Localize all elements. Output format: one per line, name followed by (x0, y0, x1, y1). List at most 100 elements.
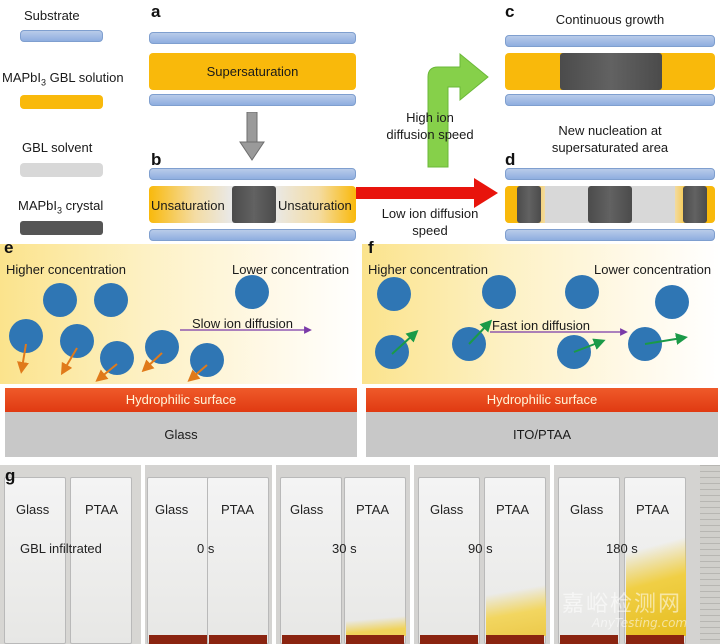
panel-b-right-label: Unsaturation (278, 198, 352, 213)
fast-arrow-icon (644, 333, 688, 345)
slide-label-ptaa: PTAA (636, 502, 669, 517)
panel-e-particles (9, 275, 312, 382)
panel-a-label: Supersaturation (206, 64, 299, 79)
ion-particle (60, 324, 94, 358)
crystal-film (149, 635, 207, 644)
panel-f-diffusion-label: Fast ion diffusion (492, 318, 591, 333)
slide-label-glass: Glass (430, 502, 464, 517)
photo-gbl-infiltrated: Glass PTAA GBL infiltrated (0, 465, 141, 644)
photo-time-label: 30 s (332, 541, 357, 556)
panel-f-particles (375, 275, 689, 369)
fast-arrow-icon (573, 338, 606, 353)
panel-f-lower-label: Lower concentration (594, 262, 712, 277)
panel-d-crystal-right (683, 186, 707, 223)
panel-c-title: Continuous growth (555, 12, 665, 27)
ion-particle (145, 330, 179, 364)
photo-time-label: 90 s (468, 541, 493, 556)
ion-particle (377, 277, 411, 311)
photo-time-label: 180 s (606, 541, 638, 556)
panel-f-letter: f (368, 238, 374, 257)
panel-f-base (366, 412, 718, 457)
slide-label-glass: Glass (290, 502, 324, 517)
photo-0s: Glass PTAA 0 s (145, 465, 272, 644)
panel-g-letter: g (5, 466, 16, 485)
crystal-film (486, 635, 544, 644)
panel-f-higher-label: Higher concentration (368, 262, 488, 277)
panel-b-left-label: Unsaturation (151, 198, 225, 213)
slow-arrow-icon (187, 364, 208, 382)
low-speed-label-line1: Low ion diffusion (381, 206, 479, 221)
ion-particle (9, 319, 43, 353)
watermark-text: 嘉峪检测网 (562, 592, 683, 617)
panel-e-base (5, 412, 357, 457)
panel-e-base-label: Glass (164, 427, 198, 442)
panel-d-title-line2: supersaturated area (551, 140, 669, 155)
slide-label-ptaa: PTAA (496, 502, 529, 517)
legend-substrate-label: Substrate (24, 8, 80, 23)
ion-particle (190, 343, 224, 377)
crystal-film (346, 635, 404, 644)
panel-d-crystal-left (517, 186, 541, 223)
glass-slide (558, 477, 620, 644)
panel-d-crystal-center (588, 186, 632, 223)
ion-particle (100, 341, 134, 375)
ptaa-slide (207, 477, 269, 644)
photo-180s: Glass PTAA 180 s (554, 465, 720, 644)
red-arrow-icon (356, 178, 498, 208)
green-arrow-icon (427, 52, 489, 168)
arrows-diagram (356, 52, 498, 208)
ion-particle (375, 335, 409, 369)
panel-c-bottom-substrate (505, 94, 715, 106)
panel-b-crystal (232, 186, 276, 223)
slide-label-glass: Glass (570, 502, 604, 517)
panel-a-top-substrate (149, 32, 356, 44)
panel-e-higher-label: Higher concentration (6, 262, 126, 277)
glass-slide (147, 477, 209, 644)
panel-f-base-label: ITO/PTAA (512, 427, 572, 442)
fast-arrow-icon (468, 319, 493, 345)
slow-arrow-icon (17, 343, 29, 374)
yellow-film (346, 616, 406, 636)
panel-e-letter: e (4, 238, 14, 257)
fast-arrow-icon (391, 329, 419, 355)
photo-30s: Glass PTAA 30 s (276, 465, 410, 644)
panel-c-letter: c (505, 2, 515, 21)
slow-arrow-icon (141, 352, 163, 373)
yellow-film (486, 578, 546, 636)
panel-b-top-substrate (149, 168, 356, 180)
legend-solvent-label: GBL solvent (22, 140, 93, 155)
legend-solution-label: MAPbI3 GBL solution (2, 70, 124, 88)
panel-d-title-line1: New nucleation at (558, 123, 662, 138)
panel-b-bottom-substrate (149, 229, 356, 241)
slide-label-glass: Glass (155, 502, 189, 517)
photo-time-label: GBL infiltrated (20, 541, 102, 556)
slow-arrow-icon (95, 363, 118, 382)
panel-a-letter: a (151, 2, 161, 21)
panel-e-surface-label: Hydrophilic surface (125, 392, 237, 407)
ion-particle (235, 275, 269, 309)
legend-crystal-label: MAPbI3 crystal (18, 198, 104, 216)
ion-particle (482, 275, 516, 309)
crystal-film (209, 635, 267, 644)
down-arrow-icon (239, 112, 265, 161)
ruler (700, 465, 720, 644)
crystal-film (420, 635, 478, 644)
panel-a-solution (149, 53, 356, 90)
panel-e-surface (5, 388, 357, 412)
panel-a-bottom-substrate (149, 94, 356, 106)
crystal-film (560, 635, 618, 644)
legend-solvent-swatch (20, 163, 103, 177)
high-speed-label-line2: diffusion speed (386, 127, 474, 142)
panel-c-crystal (560, 53, 662, 90)
ion-particle (94, 283, 128, 317)
panel-d-bottom-substrate (505, 229, 715, 241)
watermark-logo: 嘉峪检测网 AnyTesting.com (562, 586, 687, 630)
ion-particle (565, 275, 599, 309)
slide-label-ptaa: PTAA (85, 502, 118, 517)
panel-d-letter: d (505, 150, 516, 169)
low-speed-label-line2: speed (412, 223, 448, 238)
panel-f-surface-label: Hydrophilic surface (486, 392, 598, 407)
panel-f-surface (366, 388, 718, 412)
ion-particle (655, 285, 689, 319)
photo-90s: Glass PTAA 90 s (414, 465, 550, 644)
